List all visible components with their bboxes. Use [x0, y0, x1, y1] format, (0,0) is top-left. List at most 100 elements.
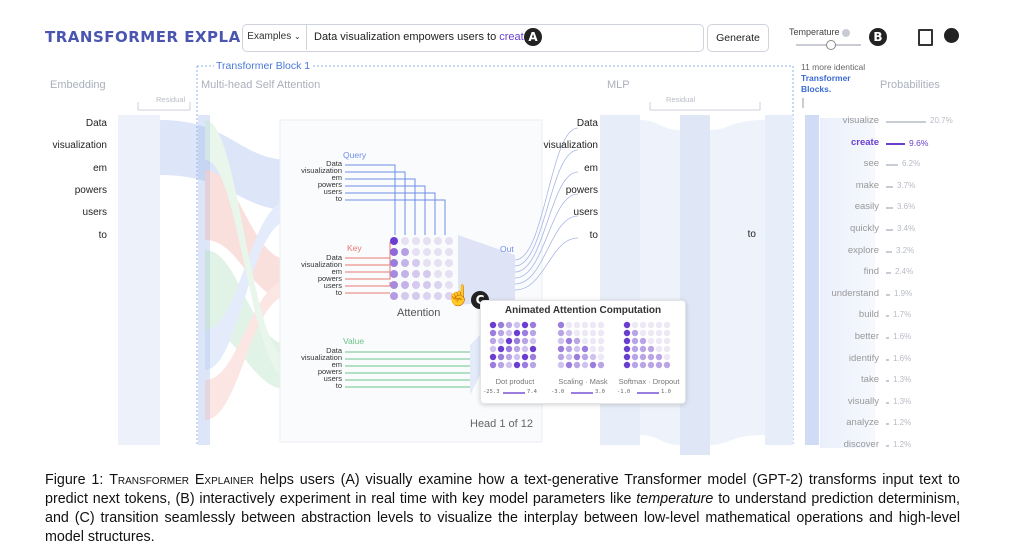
prompt-input[interactable]: Data visualization empowers users to cre…	[314, 24, 530, 50]
panel-cell	[521, 361, 529, 369]
prompt-bar	[242, 24, 704, 52]
panel-cell	[589, 321, 597, 329]
panel-cell	[647, 329, 655, 337]
more-blocks-line3: Blocks.	[801, 84, 832, 94]
qkv-token: powers	[317, 274, 342, 283]
qkv-token: powers	[317, 367, 342, 376]
panel-cell	[589, 329, 597, 337]
examples-dropdown[interactable]: Examples ⌄	[242, 24, 307, 50]
probability-word: understand	[831, 287, 879, 299]
mlp-hidden	[680, 115, 710, 455]
panel-cell	[631, 353, 639, 361]
probability-bar	[886, 185, 893, 188]
panel-cell	[529, 329, 537, 337]
paper-icon[interactable]	[918, 29, 933, 46]
caption-name: Transformer Explainer	[109, 472, 254, 488]
panel-cell	[631, 329, 639, 337]
qkv-token: to	[335, 288, 342, 297]
probability-bar	[886, 272, 891, 275]
qkv-token: visualization	[301, 353, 342, 362]
panel-cell	[565, 329, 573, 337]
mlp-token: to	[589, 229, 598, 241]
panel-cell	[565, 353, 573, 361]
panel-cell	[573, 361, 581, 369]
query-label: Query	[343, 150, 367, 160]
probability-word: explore	[847, 244, 879, 256]
probability-value: 3.2%	[896, 245, 915, 255]
last-token: to	[747, 229, 756, 240]
temperature-slider-knob[interactable]	[826, 40, 836, 50]
generate-button[interactable]: Generate	[707, 24, 769, 52]
panel-cell	[581, 345, 589, 353]
caption-part2: to understand prediction determinism, an…	[45, 491, 960, 545]
attention-label: Multi-head Self Attention	[201, 79, 321, 91]
panel-cell	[573, 353, 581, 361]
panel-cell	[529, 321, 537, 329]
probability-word: identify	[848, 352, 879, 364]
block-label: Transformer Block 1	[214, 60, 313, 72]
probability-value: 3.7%	[897, 180, 916, 190]
caption-part1: helps users (A) visually examine how a t…	[45, 472, 961, 507]
panel-range-max: 3.0	[595, 389, 605, 395]
qkv-token: Data	[326, 253, 342, 262]
panel-cell	[581, 361, 589, 369]
probability-bar	[886, 121, 926, 123]
panel-cell	[663, 345, 671, 353]
panel-cell	[513, 329, 521, 337]
probability-word: analyze	[846, 417, 879, 429]
qkv-token: to	[335, 381, 342, 390]
qkv-token: visualization	[301, 260, 342, 269]
mlp-token: powers	[565, 184, 598, 196]
probability-value: 1.6%	[893, 332, 912, 341]
panel-cell	[597, 329, 605, 337]
panel-cell	[529, 361, 537, 369]
panel-cell	[497, 345, 505, 353]
panel-range-max: 7.4	[527, 389, 537, 395]
panel-cell	[597, 353, 605, 361]
panel-cell	[573, 321, 581, 329]
github-icon[interactable]	[944, 28, 959, 43]
qkv-token: users	[323, 281, 342, 290]
mlp-token: em	[584, 162, 598, 174]
residual-label: Residual	[156, 95, 186, 104]
probability-word: visualize	[842, 115, 879, 126]
head-label[interactable]: Head 1 of 12	[470, 418, 533, 430]
mlp-contract	[710, 120, 765, 445]
prompt-highlight: create	[499, 31, 530, 43]
panel-cell	[623, 337, 631, 345]
panel-cell	[505, 329, 513, 337]
panel-cell	[639, 321, 647, 329]
panel-cell	[623, 361, 631, 369]
panel-cell	[505, 353, 513, 361]
panel-cell	[521, 321, 529, 329]
panel-cell	[513, 337, 521, 345]
probability-bar	[886, 229, 893, 231]
panel-cell	[655, 321, 663, 329]
app-logo: TRANSFORMER EXPLAINER	[45, 28, 283, 46]
panel-cell	[505, 337, 513, 345]
probability-bar	[886, 337, 889, 339]
out-lines	[514, 127, 579, 291]
panel-cell	[573, 337, 581, 345]
probability-value: 1.3%	[893, 396, 912, 406]
panel-cell	[557, 337, 565, 345]
value-lines	[345, 351, 470, 388]
panel-cell	[513, 345, 521, 353]
panel-cell	[631, 345, 639, 353]
panel-cell	[631, 361, 639, 369]
qkv-token: Data	[326, 159, 342, 168]
value-label: Value	[343, 336, 365, 346]
attention-matrix	[390, 237, 453, 300]
qkv-token: em	[331, 173, 342, 182]
panel-cell	[513, 321, 521, 329]
panel-cell	[639, 337, 647, 345]
panel-cell	[565, 337, 573, 345]
panel-cell	[505, 345, 513, 353]
panel-cell	[639, 345, 647, 353]
probability-value: 9.6%	[909, 137, 929, 148]
probability-bar	[886, 250, 892, 253]
probability-word: discover	[843, 439, 879, 450]
panel-cell	[489, 353, 497, 361]
panel-cell	[655, 361, 663, 369]
panel-cell	[497, 329, 505, 337]
